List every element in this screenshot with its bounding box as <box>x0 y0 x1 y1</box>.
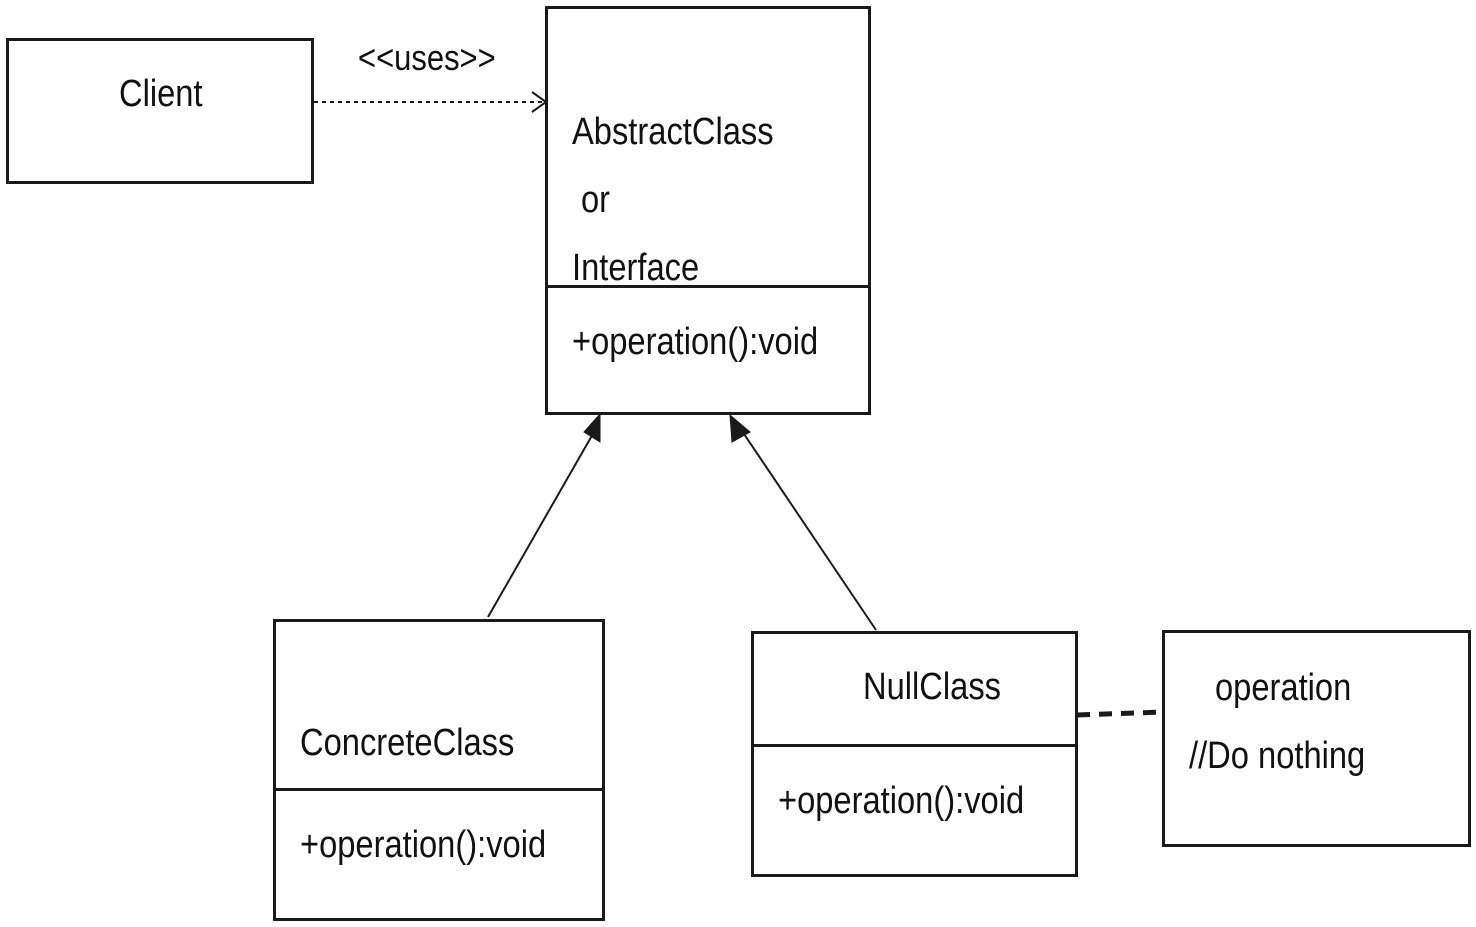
abstract-operation: +operation():void <box>572 321 819 363</box>
note-link-line <box>1076 709 1164 718</box>
null-arrowhead-icon <box>729 413 751 443</box>
abstract-class-box[interactable]: AbstractClass or Interface +operation():… <box>545 6 871 415</box>
concrete-class-box[interactable]: ConcreteClass +operation():void <box>273 619 605 921</box>
concrete-arrowhead-icon <box>583 412 601 443</box>
client-label: Client <box>119 73 203 115</box>
interface-label: Interface <box>572 247 700 289</box>
concrete-operation: +operation():void <box>300 824 547 866</box>
null-class-box[interactable]: NullClass +operation():void <box>751 631 1078 877</box>
null-operation: +operation():void <box>778 780 1025 822</box>
note-comment-label: //Do nothing <box>1189 735 1366 777</box>
uses-stereotype-label: <<uses>> <box>358 37 496 78</box>
abstract-class-name: AbstractClass <box>572 111 774 153</box>
null-divider <box>754 744 1075 747</box>
concrete-class-name: ConcreteClass <box>300 722 515 764</box>
note-box[interactable]: operation //Do nothing <box>1162 630 1471 847</box>
note-operation-label: operation <box>1215 667 1352 709</box>
client-box[interactable]: Client <box>6 38 314 184</box>
null-generalization-line <box>743 433 877 631</box>
null-class-name: NullClass <box>863 666 1002 708</box>
abstract-or-label: or <box>581 179 611 221</box>
concrete-generalization-line <box>487 431 595 618</box>
abstract-divider <box>548 285 868 288</box>
concrete-divider <box>276 788 602 791</box>
